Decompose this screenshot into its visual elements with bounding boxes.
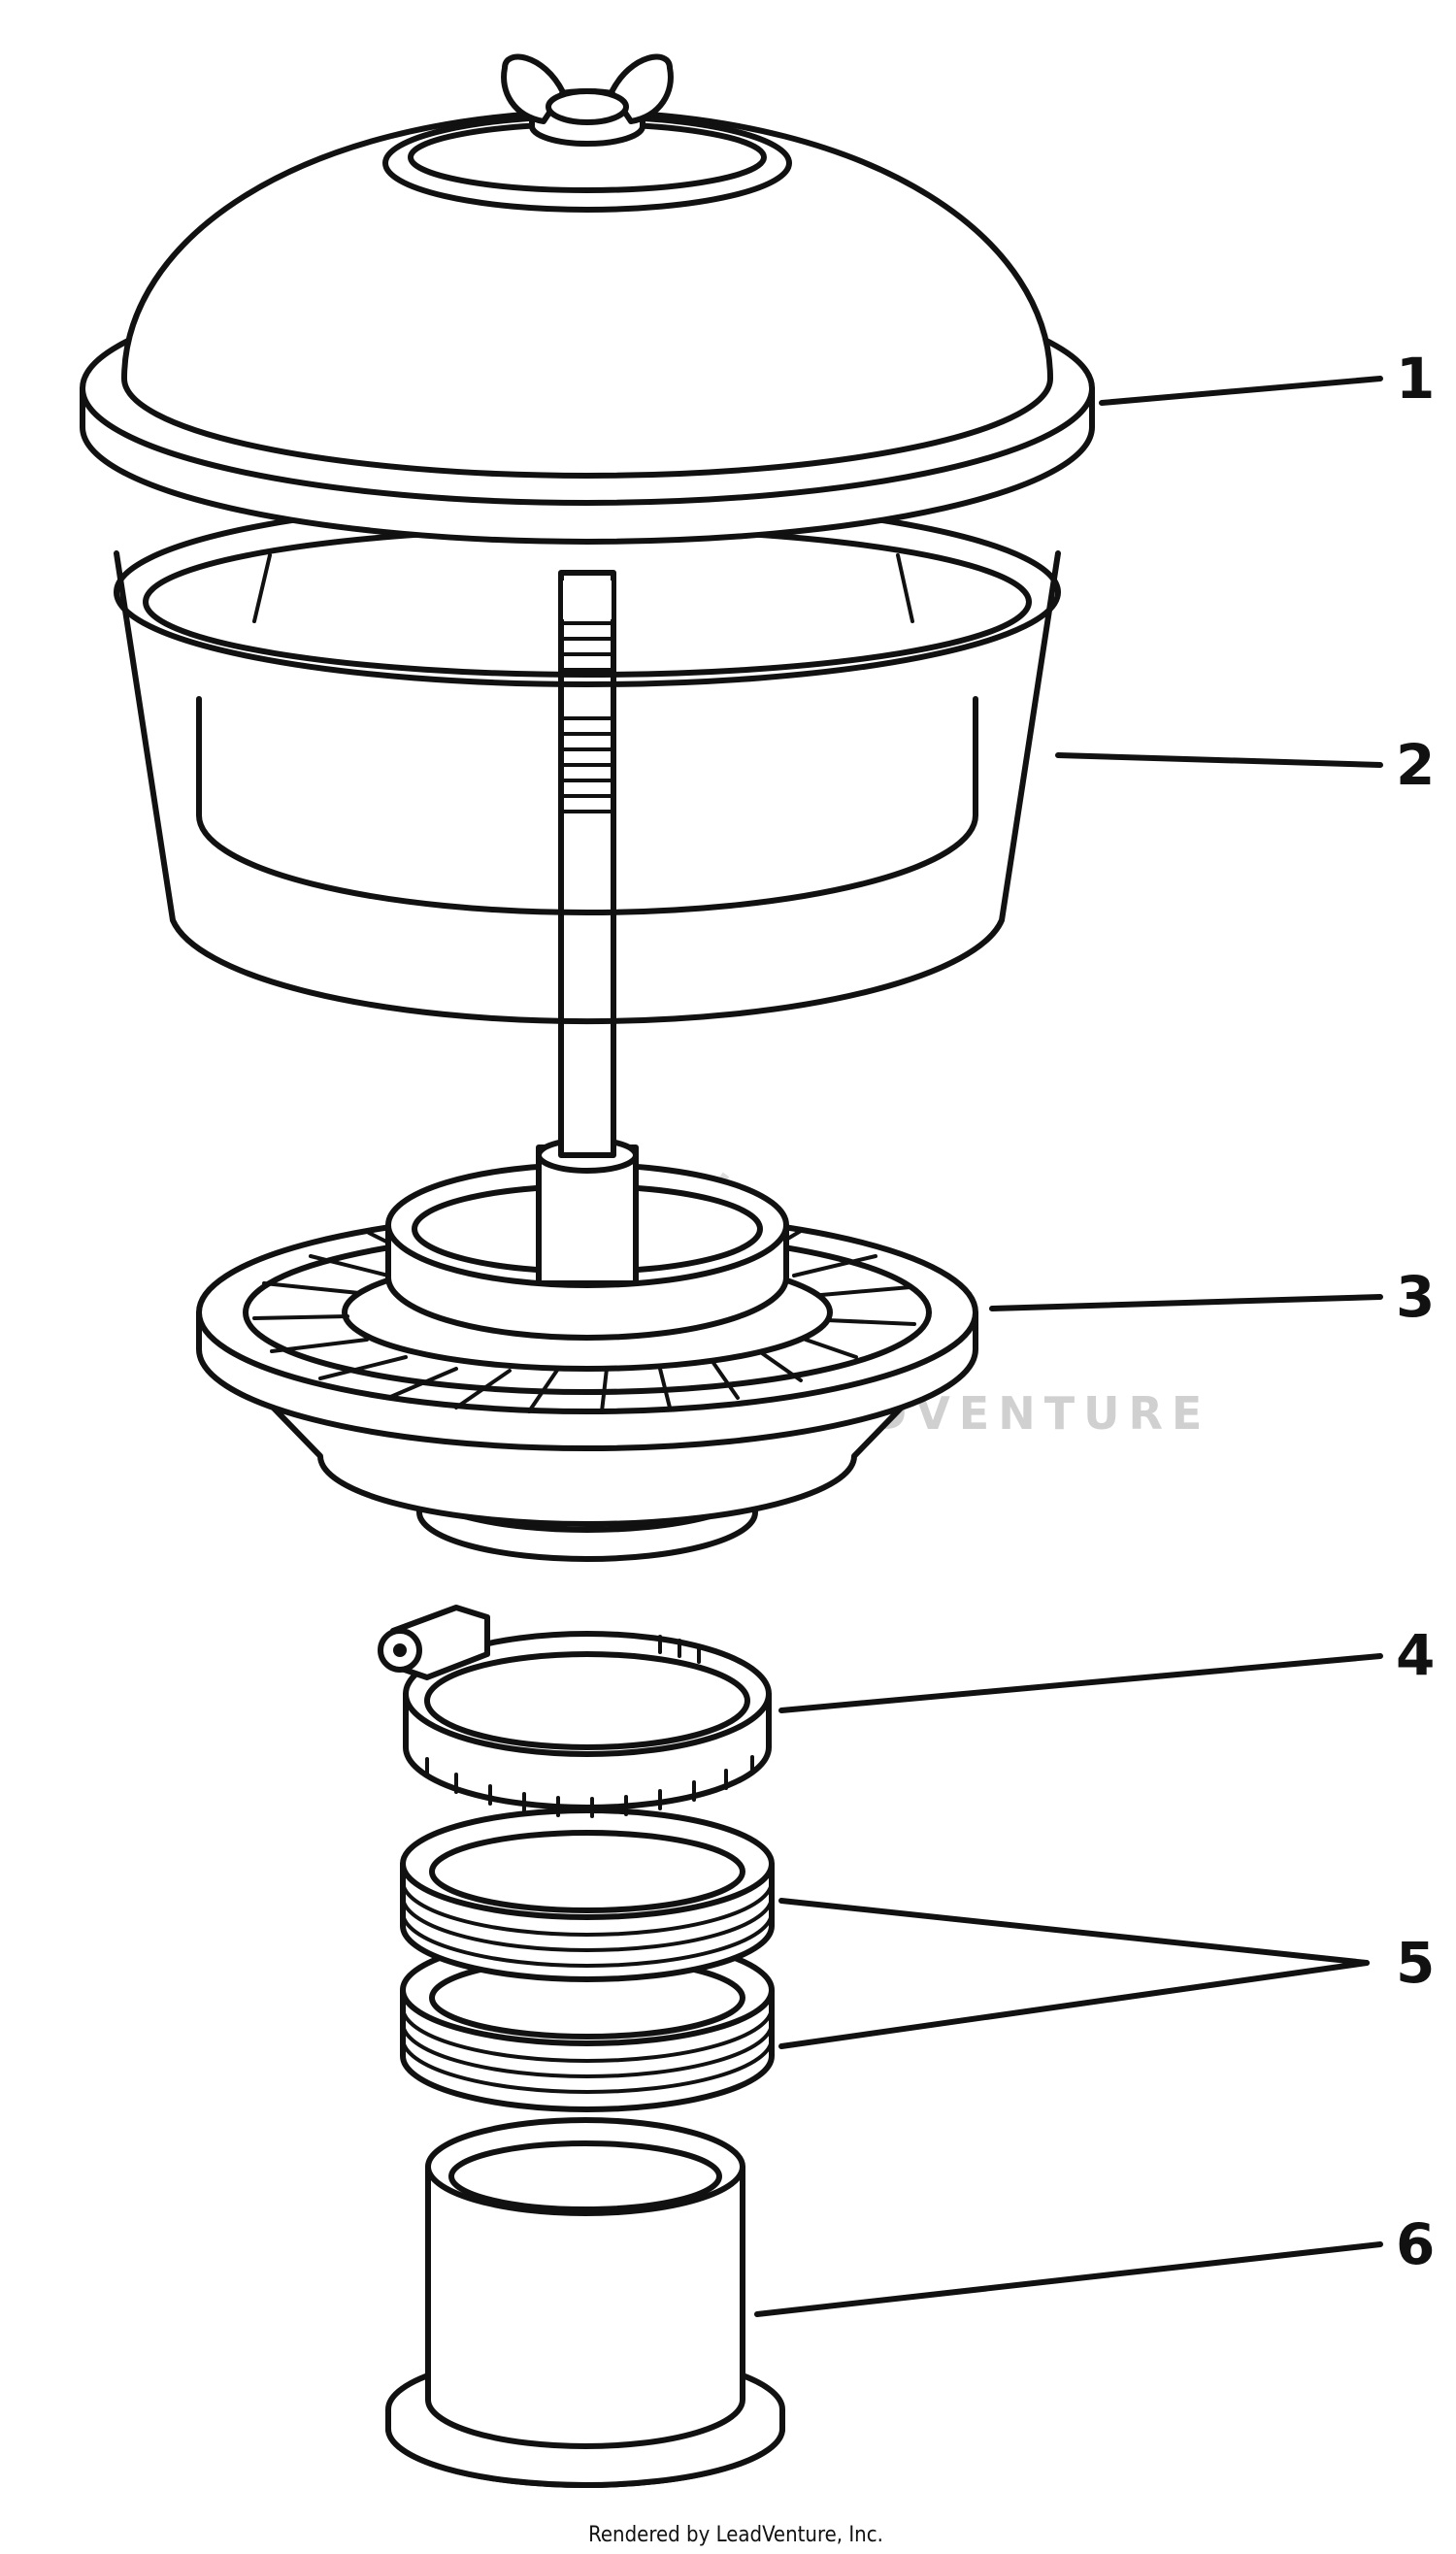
part-6-base-tube [385, 2117, 785, 2488]
leader-6 [754, 2241, 1383, 2317]
wing-nut-icon [501, 53, 674, 147]
threaded-stud [558, 570, 616, 1158]
credit-text: Rendered by LeadVenture, Inc. [588, 2523, 883, 2547]
clamp-slots [425, 1635, 754, 1818]
part-4-hose-clamp [378, 1605, 772, 1818]
leader-2 [1055, 752, 1383, 768]
callout-5: 5 [1396, 1930, 1435, 1996]
leader-4 [778, 1653, 1383, 1713]
part-5-upper-ring [400, 1808, 775, 1982]
leader-3 [989, 1294, 1383, 1311]
callout-labels: 1 2 3 4 5 6 [1396, 346, 1435, 2277]
leader-lines [754, 376, 1383, 2317]
callout-6: 6 [1396, 2211, 1435, 2277]
part-3-base-plate [196, 1137, 978, 1562]
callout-3: 3 [1396, 1264, 1435, 1330]
callout-1: 1 [1396, 346, 1435, 412]
leader-1 [1099, 376, 1383, 406]
callout-2: 2 [1396, 732, 1435, 798]
callout-4: 4 [1396, 1622, 1435, 1688]
part-1-cover [80, 53, 1095, 545]
leader-5a [778, 1898, 1370, 1966]
leader-5b [778, 1960, 1370, 2049]
